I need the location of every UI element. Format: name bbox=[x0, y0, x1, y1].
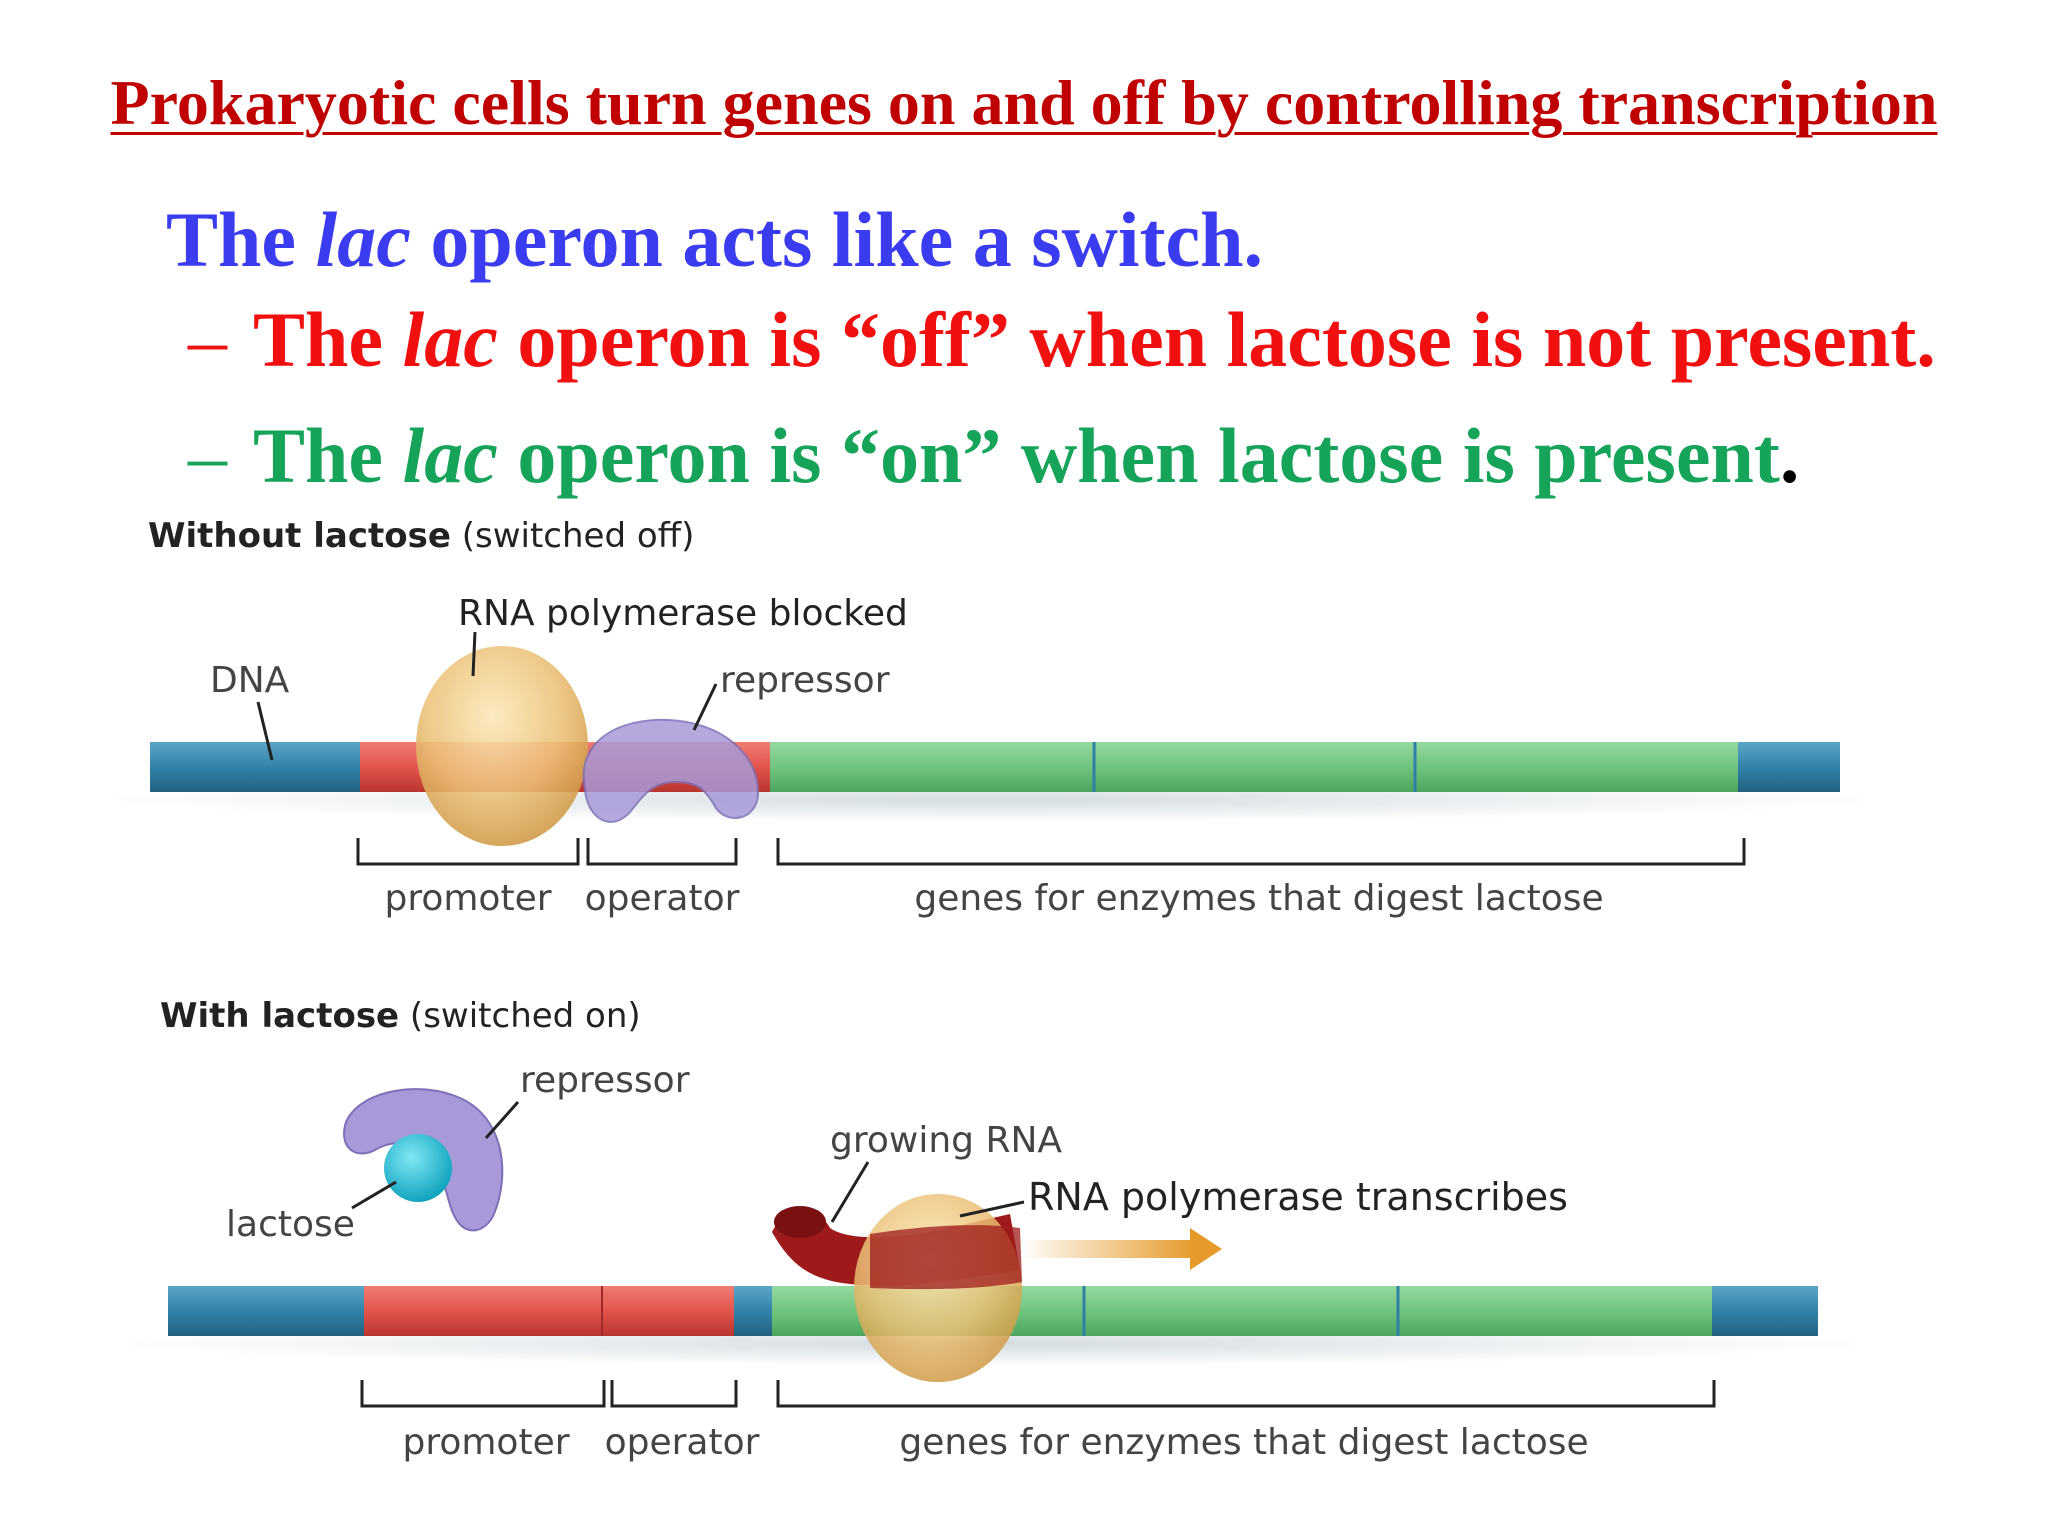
repressor-bound bbox=[582, 718, 760, 823]
bullet-operon-on: –The lac operon is “on” when lactose is … bbox=[188, 411, 1799, 501]
headline-pre: The bbox=[166, 196, 316, 283]
slide-title: Prokaryotic cells turn genes on and off … bbox=[110, 67, 1938, 138]
bullet-dash: – bbox=[188, 296, 227, 383]
lactose-molecule bbox=[384, 1134, 452, 1202]
bullet-operon-off: –The lac operon is “off” when lactose is… bbox=[188, 295, 1936, 385]
bullet-dash: – bbox=[188, 412, 227, 499]
dna-strand-off bbox=[150, 742, 1840, 792]
label-genes: genes for enzymes that digest lactose bbox=[914, 878, 1603, 919]
headline-post: operon acts like a switch. bbox=[410, 196, 1264, 283]
rna-polymerase-blocked bbox=[416, 646, 588, 846]
label-genes: genes for enzymes that digest lactose bbox=[899, 1422, 1588, 1463]
bracket-promoter bbox=[356, 838, 580, 866]
bracket-operator bbox=[586, 838, 738, 866]
repressor-free bbox=[343, 1088, 504, 1232]
bullet-on-period: . bbox=[1779, 412, 1800, 499]
bullet-off-post: operon is “off” when lactose is not pres… bbox=[497, 296, 1936, 383]
label-dna: DNA bbox=[210, 660, 290, 701]
bullet-off-pre: The bbox=[253, 296, 403, 383]
label-promoter: promoter bbox=[384, 878, 551, 919]
leader-line bbox=[484, 1101, 520, 1139]
label-repressor-on: repressor bbox=[520, 1060, 690, 1101]
bracket-genes bbox=[776, 838, 1746, 866]
bracket-genes bbox=[776, 1380, 1716, 1408]
headline-lac: lac bbox=[315, 196, 411, 283]
panel-on-heading: With lactose (switched on) bbox=[160, 996, 641, 1036]
label-growing-rna: growing RNA bbox=[830, 1120, 1062, 1161]
leader-line bbox=[351, 1180, 397, 1210]
leader-line bbox=[830, 1161, 870, 1223]
panel-off-heading-rest: (switched off) bbox=[451, 516, 694, 556]
promoter-segment bbox=[364, 1286, 734, 1336]
transcription-arrow-head bbox=[1190, 1228, 1222, 1270]
label-polymerase-blocked: RNA polymerase blocked bbox=[458, 593, 908, 634]
label-operator: operator bbox=[585, 878, 740, 919]
bullet-on-pre: The bbox=[253, 412, 403, 499]
bracket-promoter bbox=[360, 1380, 606, 1408]
panel-on-heading-rest: (switched on) bbox=[399, 996, 641, 1036]
label-operator: operator bbox=[605, 1422, 760, 1463]
rna-end bbox=[774, 1206, 826, 1238]
bullet-off-lac: lac bbox=[402, 296, 498, 383]
panel-off-heading: Without lactose (switched off) bbox=[148, 516, 694, 556]
leader-line bbox=[471, 631, 477, 677]
bullet-on-lac: lac bbox=[402, 412, 498, 499]
leader-line bbox=[959, 1200, 1025, 1218]
leader-line bbox=[692, 683, 718, 731]
headline: The lac operon acts like a switch. bbox=[166, 195, 1263, 285]
panel-off-heading-bold: Without lactose bbox=[148, 516, 451, 556]
bullet-on-post: operon is “on” when lactose is present bbox=[497, 412, 1780, 499]
label-lactose: lactose bbox=[226, 1204, 355, 1245]
transcription-arrow-shaft bbox=[1020, 1240, 1196, 1258]
leader-line bbox=[256, 701, 274, 761]
genes-segment bbox=[770, 742, 1738, 792]
label-repressor-off: repressor bbox=[720, 660, 890, 701]
panel-on-heading-bold: With lactose bbox=[160, 996, 399, 1036]
rna-inside-polymerase bbox=[870, 1225, 1022, 1290]
label-polymerase-transcribes: RNA polymerase transcribes bbox=[1028, 1175, 1568, 1219]
bracket-operator bbox=[610, 1380, 738, 1408]
label-promoter: promoter bbox=[402, 1422, 569, 1463]
